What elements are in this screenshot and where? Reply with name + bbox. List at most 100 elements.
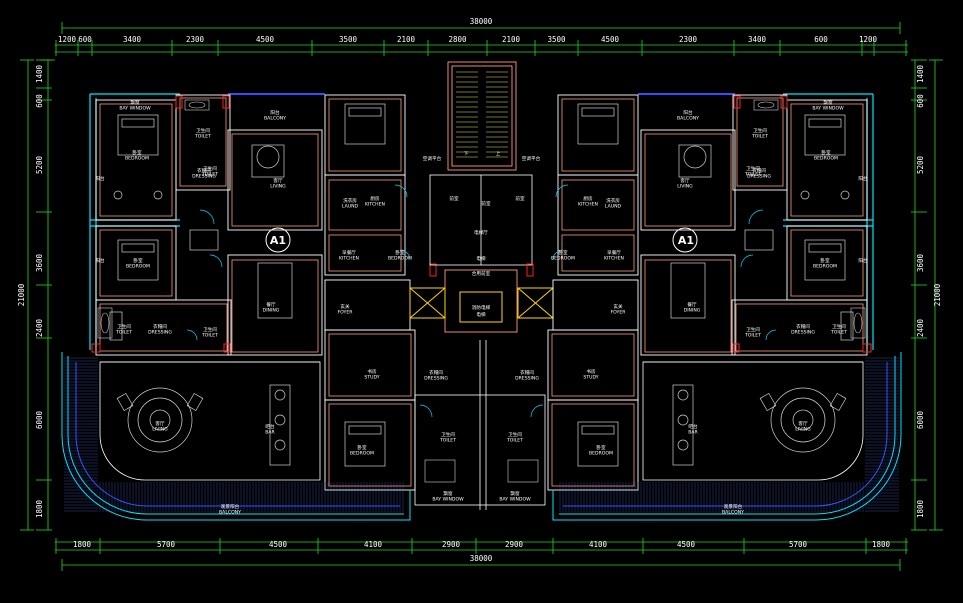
- room-left-22-en: TOILET: [439, 438, 456, 444]
- dim-bottom-5: 2900: [505, 540, 524, 549]
- room-left-12-en: DINING: [263, 308, 280, 314]
- room-right-19-zh: 客厅: [798, 420, 808, 427]
- dim-right-0: 1400: [916, 64, 925, 83]
- room-right-8-en: LAUND: [605, 204, 622, 210]
- dim-left-6: 1800: [35, 499, 44, 518]
- room-left-7-zh: 卫生间: [203, 326, 217, 333]
- room-right-13-en: TOILET: [830, 330, 847, 336]
- room-left-10-en: KITCHEN: [339, 256, 359, 262]
- room-right-2-en: BEDROOM: [814, 156, 838, 162]
- room-right-26-zh: 阳台: [858, 175, 868, 182]
- room-left-27-zh: 阳台: [95, 257, 105, 264]
- dim-total-top: 38000: [470, 17, 493, 26]
- room-left-2-en: BEDROOM: [125, 156, 149, 162]
- room-left-5-zh: 客厅: [273, 177, 283, 184]
- room-left-18-zh: 衣帽间: [429, 369, 443, 376]
- room-left-8-zh: 洗衣房: [343, 197, 357, 204]
- room-left-18-en: DRESSING: [424, 376, 448, 382]
- dim-top-0: 1200: [58, 35, 77, 44]
- room-right-15-zh: 卫生间: [746, 165, 760, 172]
- dim-total-right: 21000: [933, 283, 942, 306]
- core-label-4: 合用前室: [472, 270, 491, 277]
- room-left-23-zh: 飘窗: [443, 490, 453, 497]
- dim-left-2: 5200: [35, 155, 44, 174]
- room-left-24-zh: 观景阳台: [221, 503, 240, 510]
- room-left-19-zh: 客厅: [155, 420, 165, 427]
- room-right-0-en: BAY WINDOW: [812, 106, 844, 112]
- dim-right-3: 3600: [916, 253, 925, 272]
- dim-bottom-3: 4100: [364, 540, 383, 549]
- room-left-0-zh: 飘窗: [130, 99, 140, 106]
- dim-top-1: 600: [78, 35, 92, 44]
- room-right-8-zh: 洗衣房: [606, 197, 620, 204]
- dim-top-6: 2100: [397, 35, 416, 44]
- room-right-21-zh: 卧室: [596, 444, 606, 451]
- room-left-20-en: BAR: [265, 430, 275, 436]
- room-left-25-zh: 空调平台: [423, 155, 442, 162]
- room-right-15-en: TOILET: [744, 172, 761, 178]
- room-right-7-en: TOILET: [744, 333, 761, 339]
- room-right-7-zh: 卫生间: [746, 326, 760, 333]
- dimension-ticks: [36, 40, 927, 554]
- dim-right-5: 6000: [916, 410, 925, 429]
- room-left-6-en: BEDROOM: [126, 264, 150, 270]
- dim-left-4: 2400: [35, 318, 44, 337]
- room-right-0-zh: 飘窗: [823, 99, 833, 106]
- dim-top-8: 2100: [502, 35, 521, 44]
- room-right-27-zh: 阳台: [858, 257, 868, 264]
- room-left-12-zh: 餐厅: [266, 301, 276, 308]
- dim-top-7: 2800: [448, 35, 467, 44]
- room-left-0-en: BAY WINDOW: [119, 106, 151, 112]
- room-right-20-en: BAR: [688, 430, 698, 436]
- dim-bottom-0: 1800: [73, 540, 92, 549]
- stair-mark-down: 下: [464, 151, 469, 157]
- unit-tag-circle-left: [265, 227, 291, 253]
- room-left-7-en: TOILET: [201, 333, 218, 339]
- room-right-19-en: LIVING: [795, 427, 811, 433]
- room-left-15-en: TOILET: [201, 172, 218, 178]
- dim-left-5: 6000: [35, 410, 44, 429]
- room-left-15-zh: 卫生间: [203, 165, 217, 172]
- room-right-1-zh: 阳台: [683, 109, 693, 116]
- room-left-16-zh: 玄关: [340, 303, 350, 310]
- dim-bottom-8: 5700: [789, 540, 808, 549]
- dim-top-5: 3500: [339, 35, 358, 44]
- room-right-16-zh: 玄关: [613, 303, 623, 310]
- room-right-11-en: BEDROOM: [551, 256, 575, 262]
- room-left-5-en: LIVING: [270, 184, 286, 190]
- room-right-2-zh: 卧室: [821, 149, 831, 156]
- room-left-16-en: FOYER: [338, 310, 354, 316]
- room-right-10-zh: 早餐厅: [607, 249, 621, 256]
- dim-right-4: 2400: [916, 318, 925, 337]
- core-stair-elevator: [409, 61, 554, 510]
- room-left-9-zh: 厨房: [370, 195, 380, 202]
- dim-top-11: 2300: [679, 35, 698, 44]
- room-right-4-en: DRESSING: [747, 174, 771, 180]
- room-left-13-zh: 卫生间: [117, 323, 131, 330]
- room-right-24-en: BALCONY: [722, 510, 744, 516]
- room-right-13-zh: 卫生间: [832, 323, 846, 330]
- unit-tag-left: A1: [270, 234, 286, 247]
- dim-total-left: 21000: [17, 283, 26, 306]
- dim-top-12: 3400: [748, 35, 767, 44]
- dim-right-2: 5200: [916, 155, 925, 174]
- room-left-17-en: STUDY: [364, 375, 379, 381]
- dim-top-4: 4500: [256, 35, 275, 44]
- room-right-17-en: STUDY: [583, 375, 598, 381]
- dim-left-3: 3600: [35, 253, 44, 272]
- room-left-21-zh: 卧室: [357, 444, 367, 451]
- room-right-17-zh: 书房: [586, 368, 596, 375]
- room-left-17-zh: 书房: [367, 368, 377, 375]
- room-right-3-en: TOILET: [751, 134, 768, 140]
- room-right-5-zh: 客厅: [680, 177, 690, 184]
- unit-left: A1: [61, 93, 456, 521]
- room-left-19-en: LIVING: [152, 427, 168, 433]
- core-label-3: 电梯厅: [474, 229, 488, 236]
- core-label-1: 前室: [481, 200, 491, 207]
- room-right-25-zh: 空调平台: [522, 155, 541, 162]
- room-left-26-zh: 阳台: [95, 175, 105, 182]
